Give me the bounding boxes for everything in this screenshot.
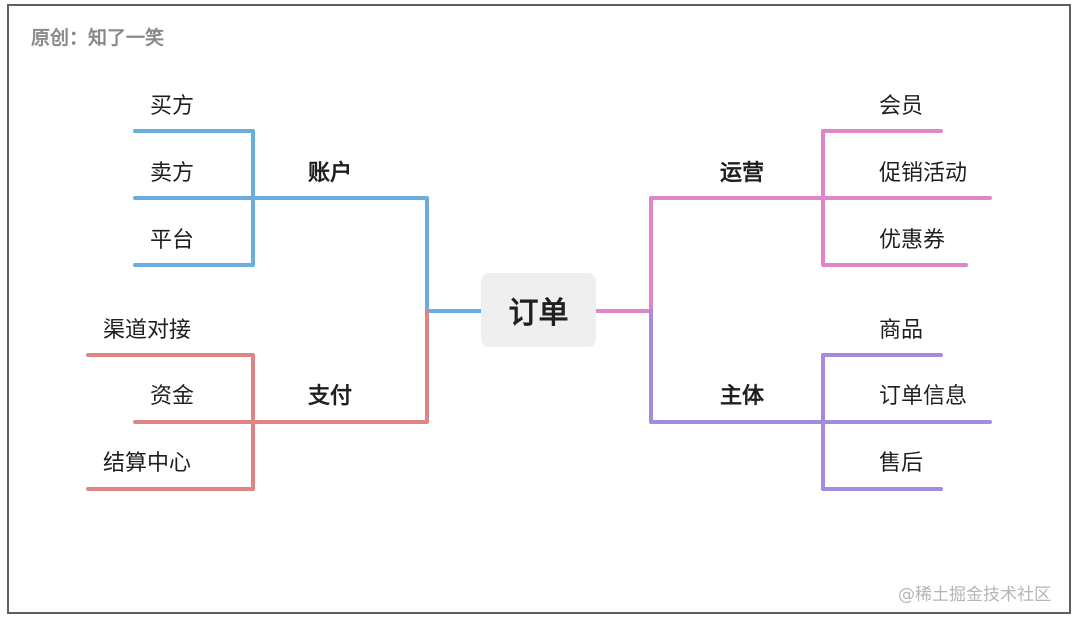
leaf-channel: 渠道对接 [103, 318, 192, 343]
branch-account: 账户 [308, 161, 353, 186]
operation-trunk [595, 196, 825, 313]
leaf-promotion: 促销活动 [879, 161, 968, 186]
account-trunk [253, 196, 483, 313]
account-connectors [133, 129, 483, 313]
leaf-product: 商品 [879, 318, 924, 343]
payment-connectors [86, 309, 429, 491]
center-node: 订单 [481, 273, 596, 347]
branch-subject: 主体 [720, 384, 765, 409]
leaf-member: 会员 [879, 94, 924, 119]
leaf-buyer: 买方 [150, 94, 195, 119]
leaf-platform: 平台 [150, 228, 195, 253]
branch-operation: 运营 [720, 161, 765, 186]
leaf-coupon: 优惠券 [879, 228, 946, 253]
leaf-seller: 卖方 [150, 161, 195, 186]
leaf-after-sales: 售后 [879, 451, 924, 476]
subject-trunk [649, 309, 825, 424]
leaf-funds: 资金 [150, 384, 195, 409]
payment-trunk [253, 309, 429, 424]
operation-connectors [595, 129, 992, 313]
subject-connectors [649, 309, 992, 491]
branch-payment: 支付 [308, 384, 353, 409]
leaf-order-info: 订单信息 [879, 384, 968, 409]
leaf-settlement: 结算中心 [103, 451, 192, 476]
credit-text: 原创：知了一笑 [31, 27, 165, 49]
watermark-text: @稀土掘金技术社区 [898, 585, 1051, 605]
